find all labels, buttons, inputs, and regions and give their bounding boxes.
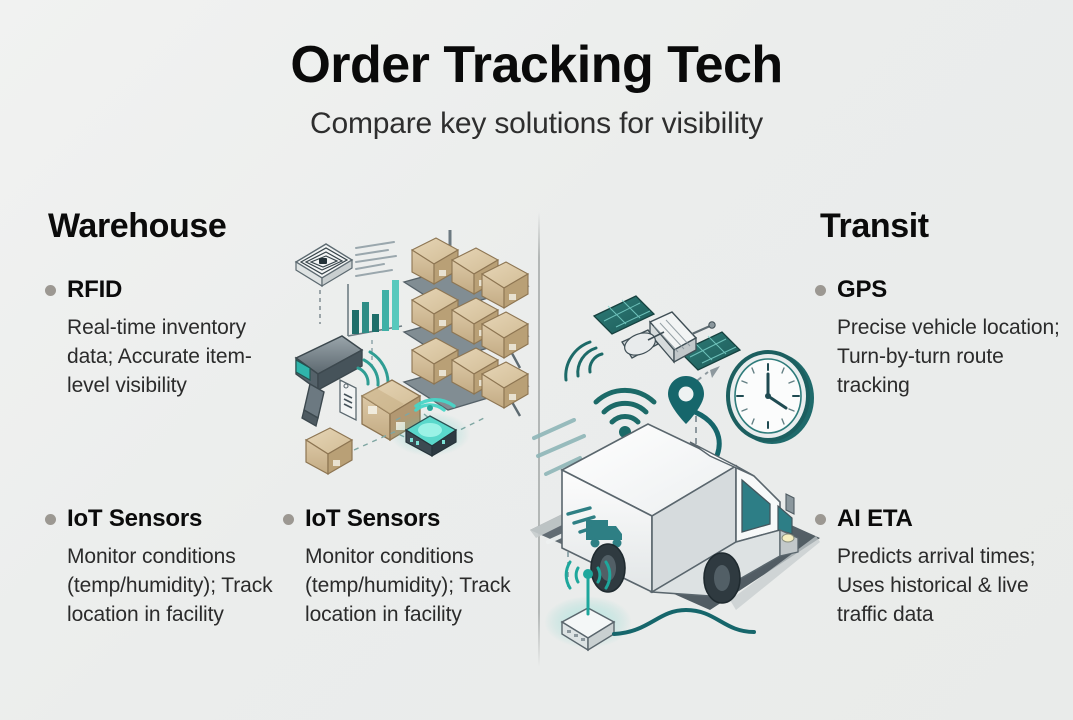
feature-label: IoT Sensors <box>67 505 203 532</box>
feature-head: IoT Sensors <box>45 505 295 533</box>
wifi-signal-icon <box>593 387 657 425</box>
cardboard-box-icon <box>410 237 530 309</box>
feature-head: AI ETA <box>815 505 1065 533</box>
bullet-dot-icon <box>815 284 826 296</box>
page-title: Order Tracking Tech <box>290 36 783 94</box>
transit-illustration <box>530 280 820 668</box>
cardboard-box-icon <box>410 287 530 359</box>
bullet-dot-icon <box>45 513 56 525</box>
cardboard-box-icon <box>410 337 530 409</box>
arrow-head-icon <box>710 366 720 378</box>
poster-header: Order Tracking Tech Compare key solution… <box>0 38 1073 141</box>
feature-item-iot-sensors-middle[interactable]: IoT Sensors Monitor conditions (temp/hum… <box>283 505 533 629</box>
feature-label: RFID <box>67 276 123 303</box>
vertical-divider <box>538 212 540 667</box>
warehouse-illustration <box>284 228 538 478</box>
feature-head: GPS <box>815 276 1065 304</box>
motion-lines-icon <box>532 418 586 476</box>
feature-description: Predicts arrival times; Uses historical … <box>837 545 1036 626</box>
feature-label: GPS <box>837 276 888 303</box>
delivery-truck-icon <box>560 423 799 604</box>
bullet-dot-icon <box>45 284 56 296</box>
signal-waves-icon <box>564 340 604 382</box>
feature-item-gps[interactable]: GPS Precise vehicle location; Turn-by-tu… <box>815 276 1065 400</box>
column-heading-transit: Transit <box>820 207 929 245</box>
bar-chart-icon <box>347 280 403 337</box>
feature-label: IoT Sensors <box>305 505 441 532</box>
feature-head: RFID <box>45 276 285 304</box>
rfid-tag-icon <box>294 243 354 288</box>
feature-item-rfid[interactable]: RFID Real-time inventory data; Accurate … <box>45 276 285 400</box>
feature-label: AI ETA <box>837 505 913 532</box>
feature-description: Monitor conditions (temp/humidity); Trac… <box>305 545 511 626</box>
barcode-scanner-icon <box>294 335 364 427</box>
truck-logo-icon <box>566 506 622 548</box>
page-subtitle: Compare key solutions for visibility <box>310 106 763 140</box>
bullet-dot-icon <box>283 513 294 525</box>
wall-clock-icon <box>726 350 814 444</box>
satellite-icon <box>592 295 742 371</box>
route-path-icon <box>612 607 756 636</box>
feature-item-ai-eta[interactable]: AI ETA Predicts arrival times; Uses hist… <box>815 505 1065 629</box>
feature-head: IoT Sensors <box>283 505 533 533</box>
feature-description: Precise vehicle location; Turn-by-turn r… <box>837 316 1060 397</box>
map-pin-icon <box>668 376 704 424</box>
chart-lines-icon <box>355 241 397 277</box>
iot-beacon-icon <box>544 560 632 652</box>
column-heading-warehouse: Warehouse <box>48 207 227 245</box>
iot-sensor-puck-icon <box>390 398 470 458</box>
price-tag-icon <box>339 378 357 422</box>
bullet-dot-icon <box>815 513 826 525</box>
cardboard-box-icon <box>304 427 354 476</box>
feature-description: Real-time inventory data; Accurate item-… <box>67 316 252 397</box>
feature-item-iot-sensors-left[interactable]: IoT Sensors Monitor conditions (temp/hum… <box>45 505 295 629</box>
feature-description: Monitor conditions (temp/humidity); Trac… <box>67 545 273 626</box>
